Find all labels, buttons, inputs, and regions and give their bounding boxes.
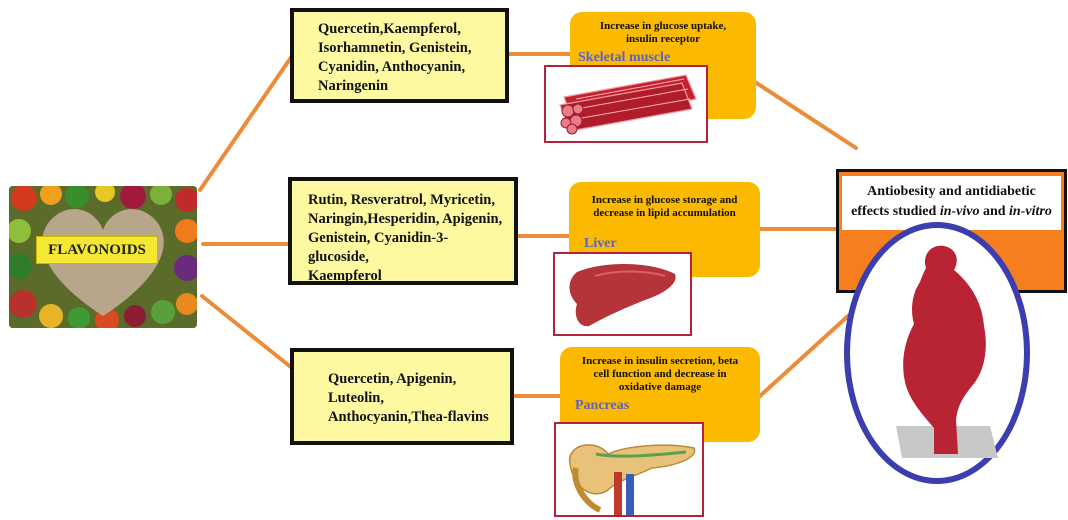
compound-line: Quercetin,Kaempferol, (318, 20, 495, 39)
in-vivo-text: in-vivo (940, 204, 980, 219)
organ-label-pancreas: Pancreas (575, 398, 629, 414)
liver-image (553, 252, 692, 336)
compound-box-3: Quercetin, Apigenin, Luteolin, Anthocyan… (290, 348, 514, 445)
compound-box-1: Quercetin,Kaempferol, Isorhamnetin, Geni… (290, 8, 509, 103)
compound-line: Rutin, Resveratrol, Myricetin, (308, 191, 506, 210)
effect-line: Increase in insulin secretion, beta (560, 355, 760, 368)
compound-box-2: Rutin, Resveratrol, Myricetin, Naringin,… (288, 177, 518, 285)
compound-line: Luteolin, (328, 389, 500, 408)
body-ellipse (844, 222, 1030, 484)
flavonoids-label: FLAVONOIDS (36, 236, 158, 264)
result-text: Antiobesity and antidiabetic effects stu… (842, 176, 1061, 230)
effect-line: Increase in glucose uptake, (570, 20, 756, 33)
compound-line: Anthocyanin,Thea-flavins (328, 408, 500, 427)
compound-line: Genistein, Cyanidin-3-glucoside, (308, 229, 506, 267)
in-vitro-text: in-vitro (1009, 204, 1052, 219)
result-line-2-prefix: effects studied (851, 204, 940, 219)
compound-line: Kaempferol (308, 267, 506, 286)
result-line-1: Antiobesity and antidiabetic (842, 176, 1061, 202)
compound-line: Quercetin, Apigenin, (328, 370, 500, 389)
pancreas-image (554, 422, 704, 517)
skeletal-muscle-image (544, 65, 708, 143)
effect-line: Increase in glucose storage and (569, 194, 760, 207)
effect-line: oxidative damage (560, 381, 760, 394)
compound-line: Cyanidin, Anthocyanin, (318, 58, 495, 77)
compound-line: Naringin,Hesperidin, Apigenin, (308, 210, 506, 229)
result-and-text: and (979, 204, 1009, 219)
compound-line: Naringenin (318, 77, 495, 96)
effect-line: insulin receptor (570, 33, 756, 46)
organ-label-skeletal: Skeletal muscle (578, 50, 670, 66)
result-line-2: effects studied in-vivo and in-vitro (842, 202, 1061, 222)
compound-line: Isorhamnetin, Genistein, (318, 39, 495, 58)
effect-line: cell function and decrease in (560, 368, 760, 381)
organ-label-liver: Liver (584, 236, 617, 252)
effect-line: decrease in lipid accumulation (569, 207, 760, 220)
